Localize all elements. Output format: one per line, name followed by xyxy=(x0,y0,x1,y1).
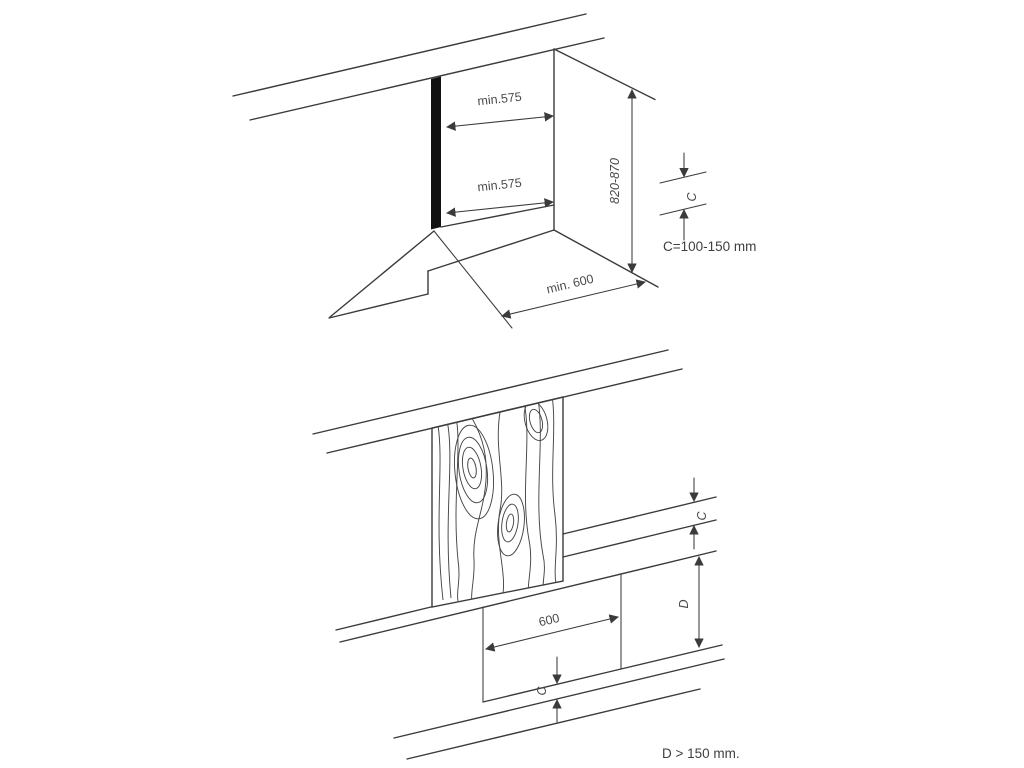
dimension-clearance-c: C xyxy=(659,152,707,241)
panel-dimension-drawing: C 600 D C D > 150 mm. xyxy=(312,349,740,761)
shelf-lines xyxy=(335,496,725,760)
depth-note: D > 150 mm. xyxy=(662,746,740,761)
dimension-recess-width: 600 xyxy=(485,611,619,652)
dimension-height-label: 820-870 xyxy=(608,158,622,204)
wood-grain xyxy=(437,397,557,605)
clearance-note: C=100-150 mm xyxy=(663,239,756,254)
dimension-depth-label: min. 600 xyxy=(545,272,595,297)
dimension-width-top: min.575 xyxy=(446,90,554,131)
niche-side-panel xyxy=(431,76,441,230)
plinth-floor-lines xyxy=(328,230,513,329)
dimension-width-bottom-label: min.575 xyxy=(477,176,523,195)
niche-dimension-drawing: min.575 min.575 820-870 min. 600 xyxy=(232,13,756,329)
dimension-depth: min. 600 xyxy=(501,272,646,319)
niche-outline xyxy=(427,48,659,288)
dimension-height: 820-870 xyxy=(608,89,637,273)
dimension-clearance-c-bottom: C xyxy=(535,656,562,723)
wood-panel xyxy=(431,396,564,608)
dimension-depth-d-label: D xyxy=(677,599,691,608)
worktop-edge-lines-bottom xyxy=(312,349,683,454)
recess-outline xyxy=(482,573,723,703)
dimension-clearance-c-right-label: C xyxy=(695,511,709,521)
dimension-clearance-c-right: C xyxy=(689,477,709,550)
worktop-edge-lines xyxy=(232,13,605,121)
dimension-recess-width-label: 600 xyxy=(537,611,561,629)
dimension-depth-d: D xyxy=(677,556,704,648)
dimension-clearance-c-label: C xyxy=(685,192,699,202)
dimension-width-bottom: min.575 xyxy=(446,176,554,217)
dimension-width-top-label: min.575 xyxy=(477,90,523,109)
dimension-clearance-c-bottom-label: C xyxy=(535,686,549,696)
